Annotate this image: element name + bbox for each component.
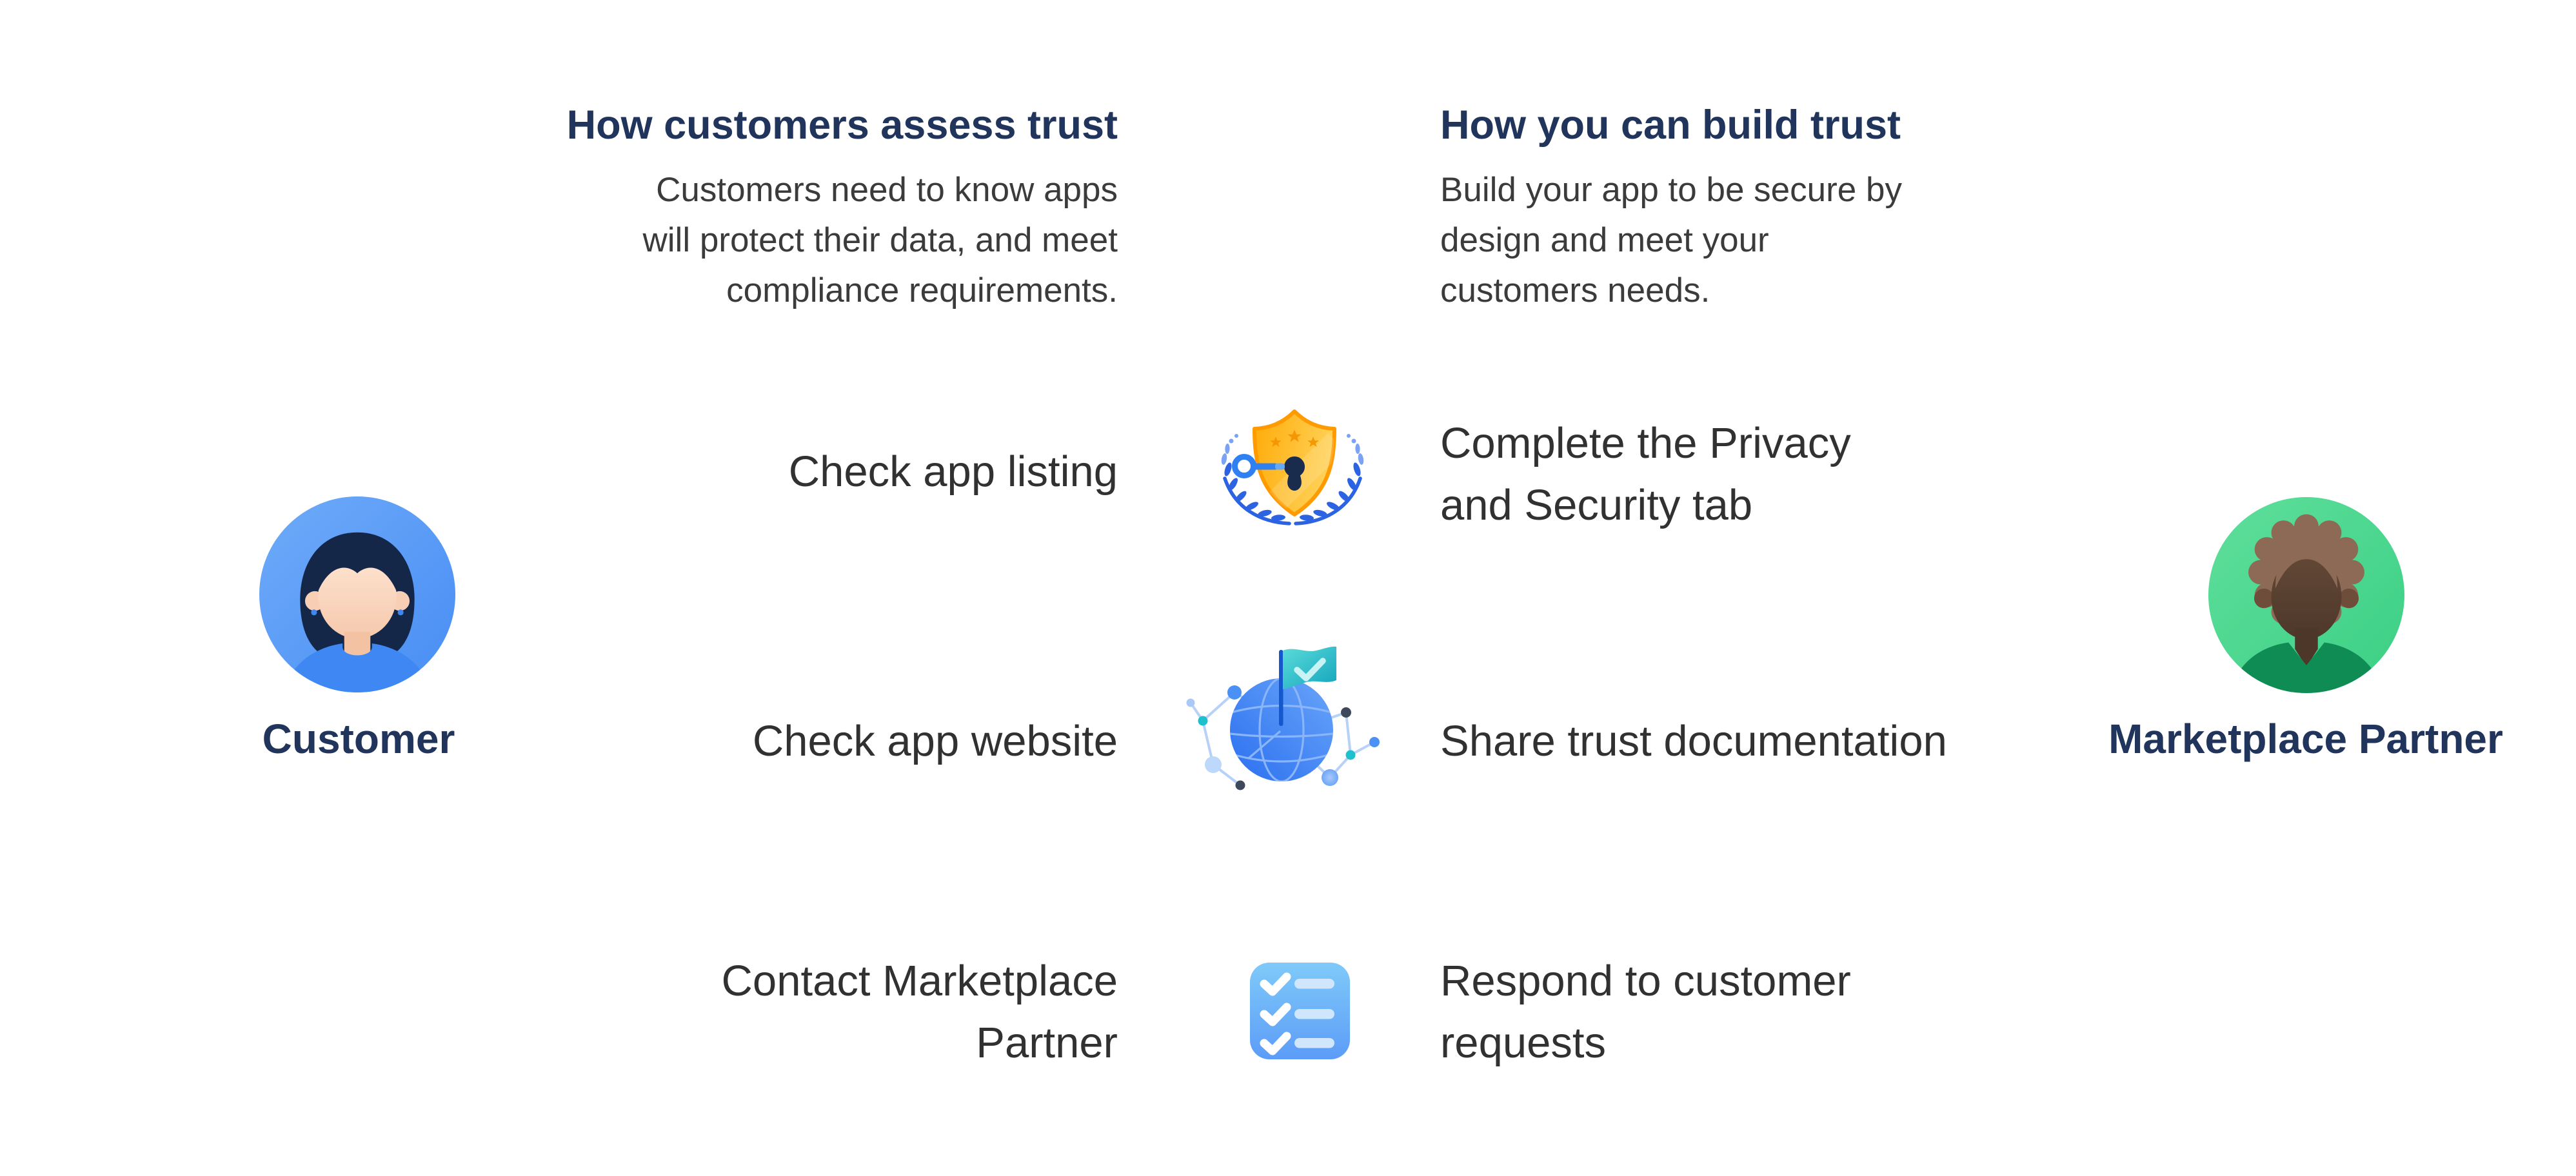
partner-column-description: Build your app to be secure by design an… — [1440, 171, 1902, 309]
customer-label: Customer — [262, 716, 455, 762]
row-1-partner-action: Complete the Privacy and Security tab — [1440, 419, 1851, 529]
row-1-customer-action: Check app listing — [788, 447, 1118, 496]
shield-key-laurel-icon — [1212, 407, 1373, 530]
row-3-partner-action: Respond to customer requests — [1440, 957, 1851, 1067]
checklist-icon — [1248, 959, 1351, 1063]
row-2-partner-action: Share trust documentation — [1440, 717, 1947, 765]
customer-column-description: Customers need to know apps will protect… — [642, 171, 1118, 309]
customer-avatar — [259, 496, 455, 692]
marketplace-partner-label: Marketplace Partner — [2108, 716, 2503, 762]
row-3-customer-action: Contact Marketplace Partner — [721, 957, 1118, 1067]
marketplace-partner-avatar — [2208, 497, 2404, 693]
row-2-customer-action: Check app website — [752, 717, 1118, 765]
globe-flag-network-icon — [1182, 645, 1382, 799]
customer-column-heading: How customers assess trust — [566, 103, 1118, 148]
partner-column-heading: How you can build trust — [1440, 103, 1901, 148]
